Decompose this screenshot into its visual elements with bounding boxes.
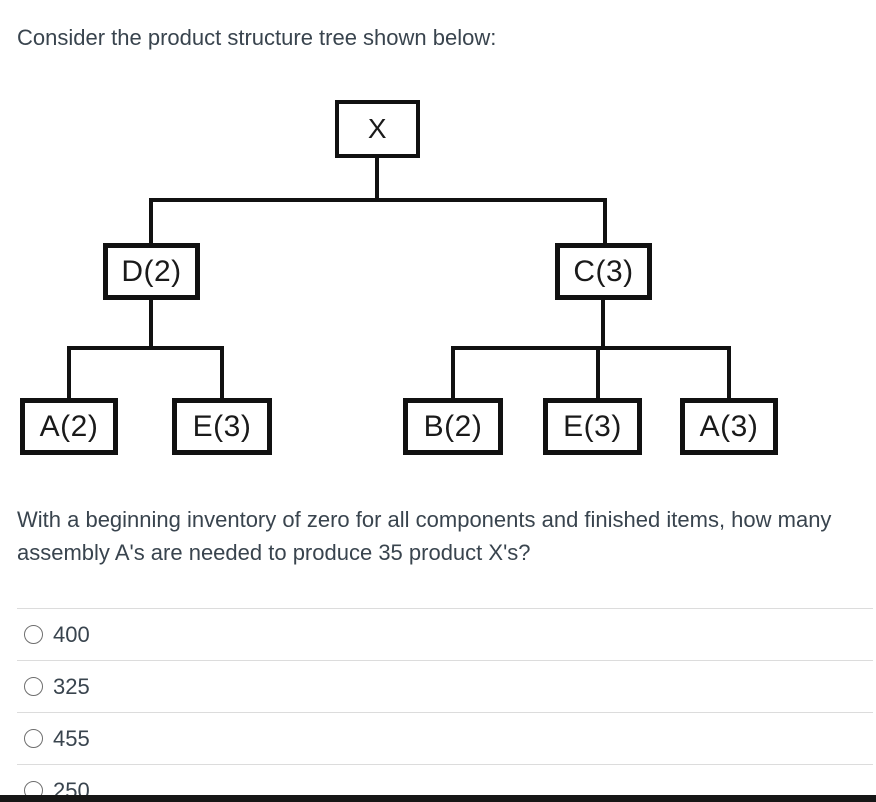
radio-button-unselected-icon[interactable] <box>24 677 43 696</box>
question-intro-text: Consider the product structure tree show… <box>17 25 497 50</box>
tree-node-a3: A(3) <box>680 398 778 455</box>
tree-node-d2: D(2) <box>103 243 200 300</box>
radio-button-unselected-icon[interactable] <box>24 781 43 795</box>
tree-node-d2-label: D(2) <box>121 254 182 288</box>
tree-node-a3-label: A(3) <box>699 409 759 443</box>
tree-node-e3-left: E(3) <box>172 398 272 455</box>
answer-option-label: 325 <box>53 673 90 699</box>
answer-options-list: 400 325 455 250 <box>0 608 876 795</box>
answer-option-325[interactable]: 325 <box>17 660 873 712</box>
radio-button-unselected-icon[interactable] <box>24 625 43 644</box>
question-text: With a beginning inventory of zero for a… <box>17 507 832 565</box>
tree-node-e3-right: E(3) <box>543 398 642 455</box>
answer-option-250[interactable]: 250 <box>17 764 873 795</box>
tree-node-c3: C(3) <box>555 243 652 300</box>
answer-option-label: 400 <box>53 621 90 647</box>
tree-node-a2: A(2) <box>20 398 118 455</box>
radio-button-unselected-icon[interactable] <box>24 729 43 748</box>
tree-connector-lines <box>67 156 731 400</box>
tree-node-x: X <box>335 100 420 158</box>
answer-option-400[interactable]: 400 <box>17 608 873 660</box>
tree-node-a2-label: A(2) <box>39 409 99 443</box>
tree-node-b2-label: B(2) <box>423 409 483 443</box>
product-structure-tree-diagram: X D(2) C(3) A(2) E(3) B(2) E(3) A(3) <box>20 100 778 455</box>
window-bottom-border <box>0 795 876 802</box>
tree-node-e3-left-label: E(3) <box>192 409 252 443</box>
tree-node-b2: B(2) <box>403 398 503 455</box>
answer-option-455[interactable]: 455 <box>17 712 873 764</box>
answer-option-label: 250 <box>53 777 90 796</box>
tree-node-c3-label: C(3) <box>573 254 634 288</box>
answer-option-label: 455 <box>53 725 90 751</box>
tree-node-e3-right-label: E(3) <box>563 409 622 443</box>
tree-node-x-label: X <box>367 113 388 144</box>
